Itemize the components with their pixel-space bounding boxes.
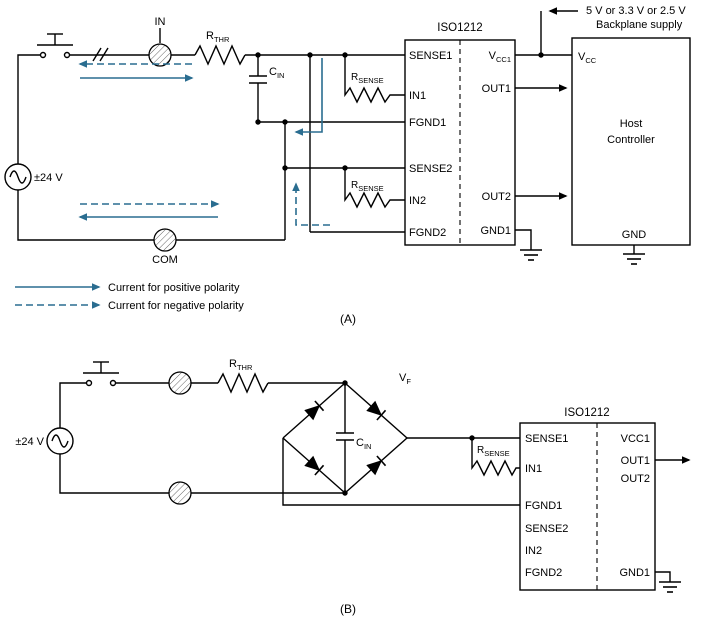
rsense1-label: RSENSE bbox=[351, 72, 384, 85]
section-a: ±24 V IN RTHR CIN RSENSE bbox=[4, 5, 691, 326]
pin-out2-a: OUT2 bbox=[482, 191, 511, 203]
pin-out2-b: OUT2 bbox=[621, 473, 650, 485]
push-button-switch-b bbox=[83, 361, 119, 387]
push-button-switch-a bbox=[37, 33, 73, 59]
current-flow-arrows bbox=[78, 58, 330, 226]
neg-current-path-chip bbox=[292, 182, 330, 226]
pin-fgnd2-b: FGND2 bbox=[525, 567, 562, 579]
caption-b: (B) bbox=[340, 602, 356, 616]
pin-fgnd1-a: FGND1 bbox=[409, 117, 446, 129]
host-gnd-label: GND bbox=[622, 229, 647, 241]
terminal-in-icon bbox=[148, 28, 172, 67]
legend-positive-label: Current for positive polarity bbox=[108, 282, 240, 294]
legend-negative-label: Current for negative polarity bbox=[108, 300, 244, 312]
chip-title-a: ISO1212 bbox=[437, 22, 482, 34]
host-controller: VCC Host Controller GND bbox=[571, 37, 691, 246]
legend: Current for positive polarity Current fo… bbox=[15, 282, 244, 312]
pin-sense2-b: SENSE2 bbox=[525, 523, 568, 535]
pin-in1-a: IN1 bbox=[409, 90, 426, 102]
cin-label-b: CIN bbox=[356, 437, 371, 451]
section-b: ±24 V RTHR bbox=[15, 358, 691, 616]
host-name-line1: Host bbox=[620, 118, 643, 130]
pin-gnd1-b: GND1 bbox=[619, 567, 650, 579]
pin-gnd1-a: GND1 bbox=[480, 225, 511, 237]
pin-out1-a: OUT1 bbox=[482, 83, 511, 95]
resistor-rsense1 bbox=[344, 55, 405, 104]
terminal-top-icon-b bbox=[168, 371, 192, 395]
pin-in2-a: IN2 bbox=[409, 195, 426, 207]
cin-label-a: CIN bbox=[269, 66, 284, 80]
capacitor-cin-a bbox=[249, 75, 267, 84]
pin-in1-b: IN1 bbox=[525, 463, 542, 475]
terminal-com-label: COM bbox=[152, 254, 178, 266]
wire-break-icon bbox=[92, 47, 109, 62]
wires-b bbox=[59, 382, 671, 582]
ac-source-label-a: ±24 V bbox=[34, 172, 63, 184]
ac-source-b bbox=[46, 427, 74, 455]
supply-label-line2: Backplane supply bbox=[596, 19, 683, 31]
capacitor-cin-b bbox=[336, 432, 354, 441]
ac-source-a bbox=[4, 163, 32, 191]
host-name-line2: Controller bbox=[607, 134, 655, 146]
chip-title-b: ISO1212 bbox=[564, 407, 609, 419]
rthr-label-a: RTHR bbox=[206, 30, 230, 44]
ac-source-label-b: ±24 V bbox=[15, 436, 44, 448]
iso1212-chip-a: ISO1212 SENSE1 IN1 FGND1 SENSE2 IN2 FGND… bbox=[404, 22, 516, 246]
junction-dots-b bbox=[342, 380, 475, 496]
junction-dots-a bbox=[255, 52, 544, 171]
rthr-label-b: RTHR bbox=[229, 358, 253, 372]
out-wires-a bbox=[515, 84, 568, 200]
terminal-in-label: IN bbox=[155, 16, 166, 28]
supply-label-line1: 5 V or 3.3 V or 2.5 V bbox=[586, 5, 686, 17]
resistor-rthr-b bbox=[217, 372, 269, 394]
pin-sense2-a: SENSE2 bbox=[409, 163, 452, 175]
resistor-rthr-a bbox=[194, 44, 246, 66]
caption-a: (A) bbox=[340, 312, 356, 326]
ground-symbol-host bbox=[623, 245, 645, 265]
host-vcc-label: VCC bbox=[578, 51, 597, 65]
pin-fgnd2-a: FGND2 bbox=[409, 227, 446, 239]
pin-fgnd1-b: FGND1 bbox=[525, 500, 562, 512]
ground-symbol-iso-b bbox=[659, 581, 681, 593]
terminal-com-icon bbox=[153, 228, 177, 252]
rsense2-label: RSENSE bbox=[351, 180, 384, 193]
resistor-rsense2 bbox=[344, 168, 405, 209]
pin-vcc1-b: VCC1 bbox=[621, 433, 650, 445]
rsense-label-b: RSENSE bbox=[477, 445, 510, 458]
pos-current-path-chip bbox=[294, 58, 323, 136]
pin-sense1-a: SENSE1 bbox=[409, 50, 452, 62]
pin-out1-b: OUT1 bbox=[621, 455, 650, 467]
diode-bridge bbox=[282, 382, 408, 494]
ground-symbol-iso-a bbox=[520, 249, 542, 261]
pin-vcc1-a: VCC1 bbox=[489, 50, 511, 64]
vf-label: VF bbox=[399, 372, 411, 386]
terminal-bottom-icon-b bbox=[168, 481, 192, 505]
pin-sense1-b: SENSE1 bbox=[525, 433, 568, 445]
iso1212-chip-b: ISO1212 SENSE1 IN1 FGND1 SENSE2 IN2 FGND… bbox=[519, 407, 656, 591]
pin-in2-b: IN2 bbox=[525, 545, 542, 557]
resistor-rsense-b bbox=[471, 438, 520, 477]
